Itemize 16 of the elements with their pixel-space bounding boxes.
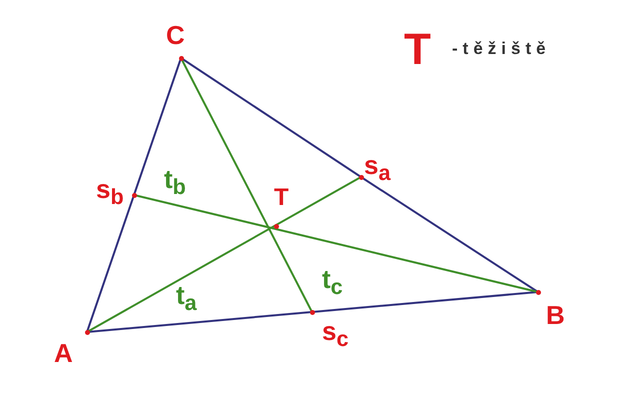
symbol-label: T	[404, 28, 431, 72]
note-text: -těžiště	[452, 40, 551, 57]
median-line	[180, 58, 313, 312]
triangle-side	[133, 58, 182, 196]
edge-label: t$_{a}$	[176, 282, 197, 314]
median-line	[86, 176, 362, 333]
triangle-side	[86, 194, 135, 332]
point-label: C	[166, 22, 185, 61]
point-label: s$_{a}$	[358, 152, 391, 184]
point-label: T	[273, 186, 289, 229]
point-label: A	[54, 329, 90, 366]
point-label: B	[535, 289, 565, 328]
edge-label: t$_{c}$	[322, 266, 343, 298]
edge-label: t$_{b}$	[164, 166, 186, 198]
point-label: s$_{c}$	[309, 309, 349, 350]
point-label: s$_{b}$	[96, 176, 137, 208]
